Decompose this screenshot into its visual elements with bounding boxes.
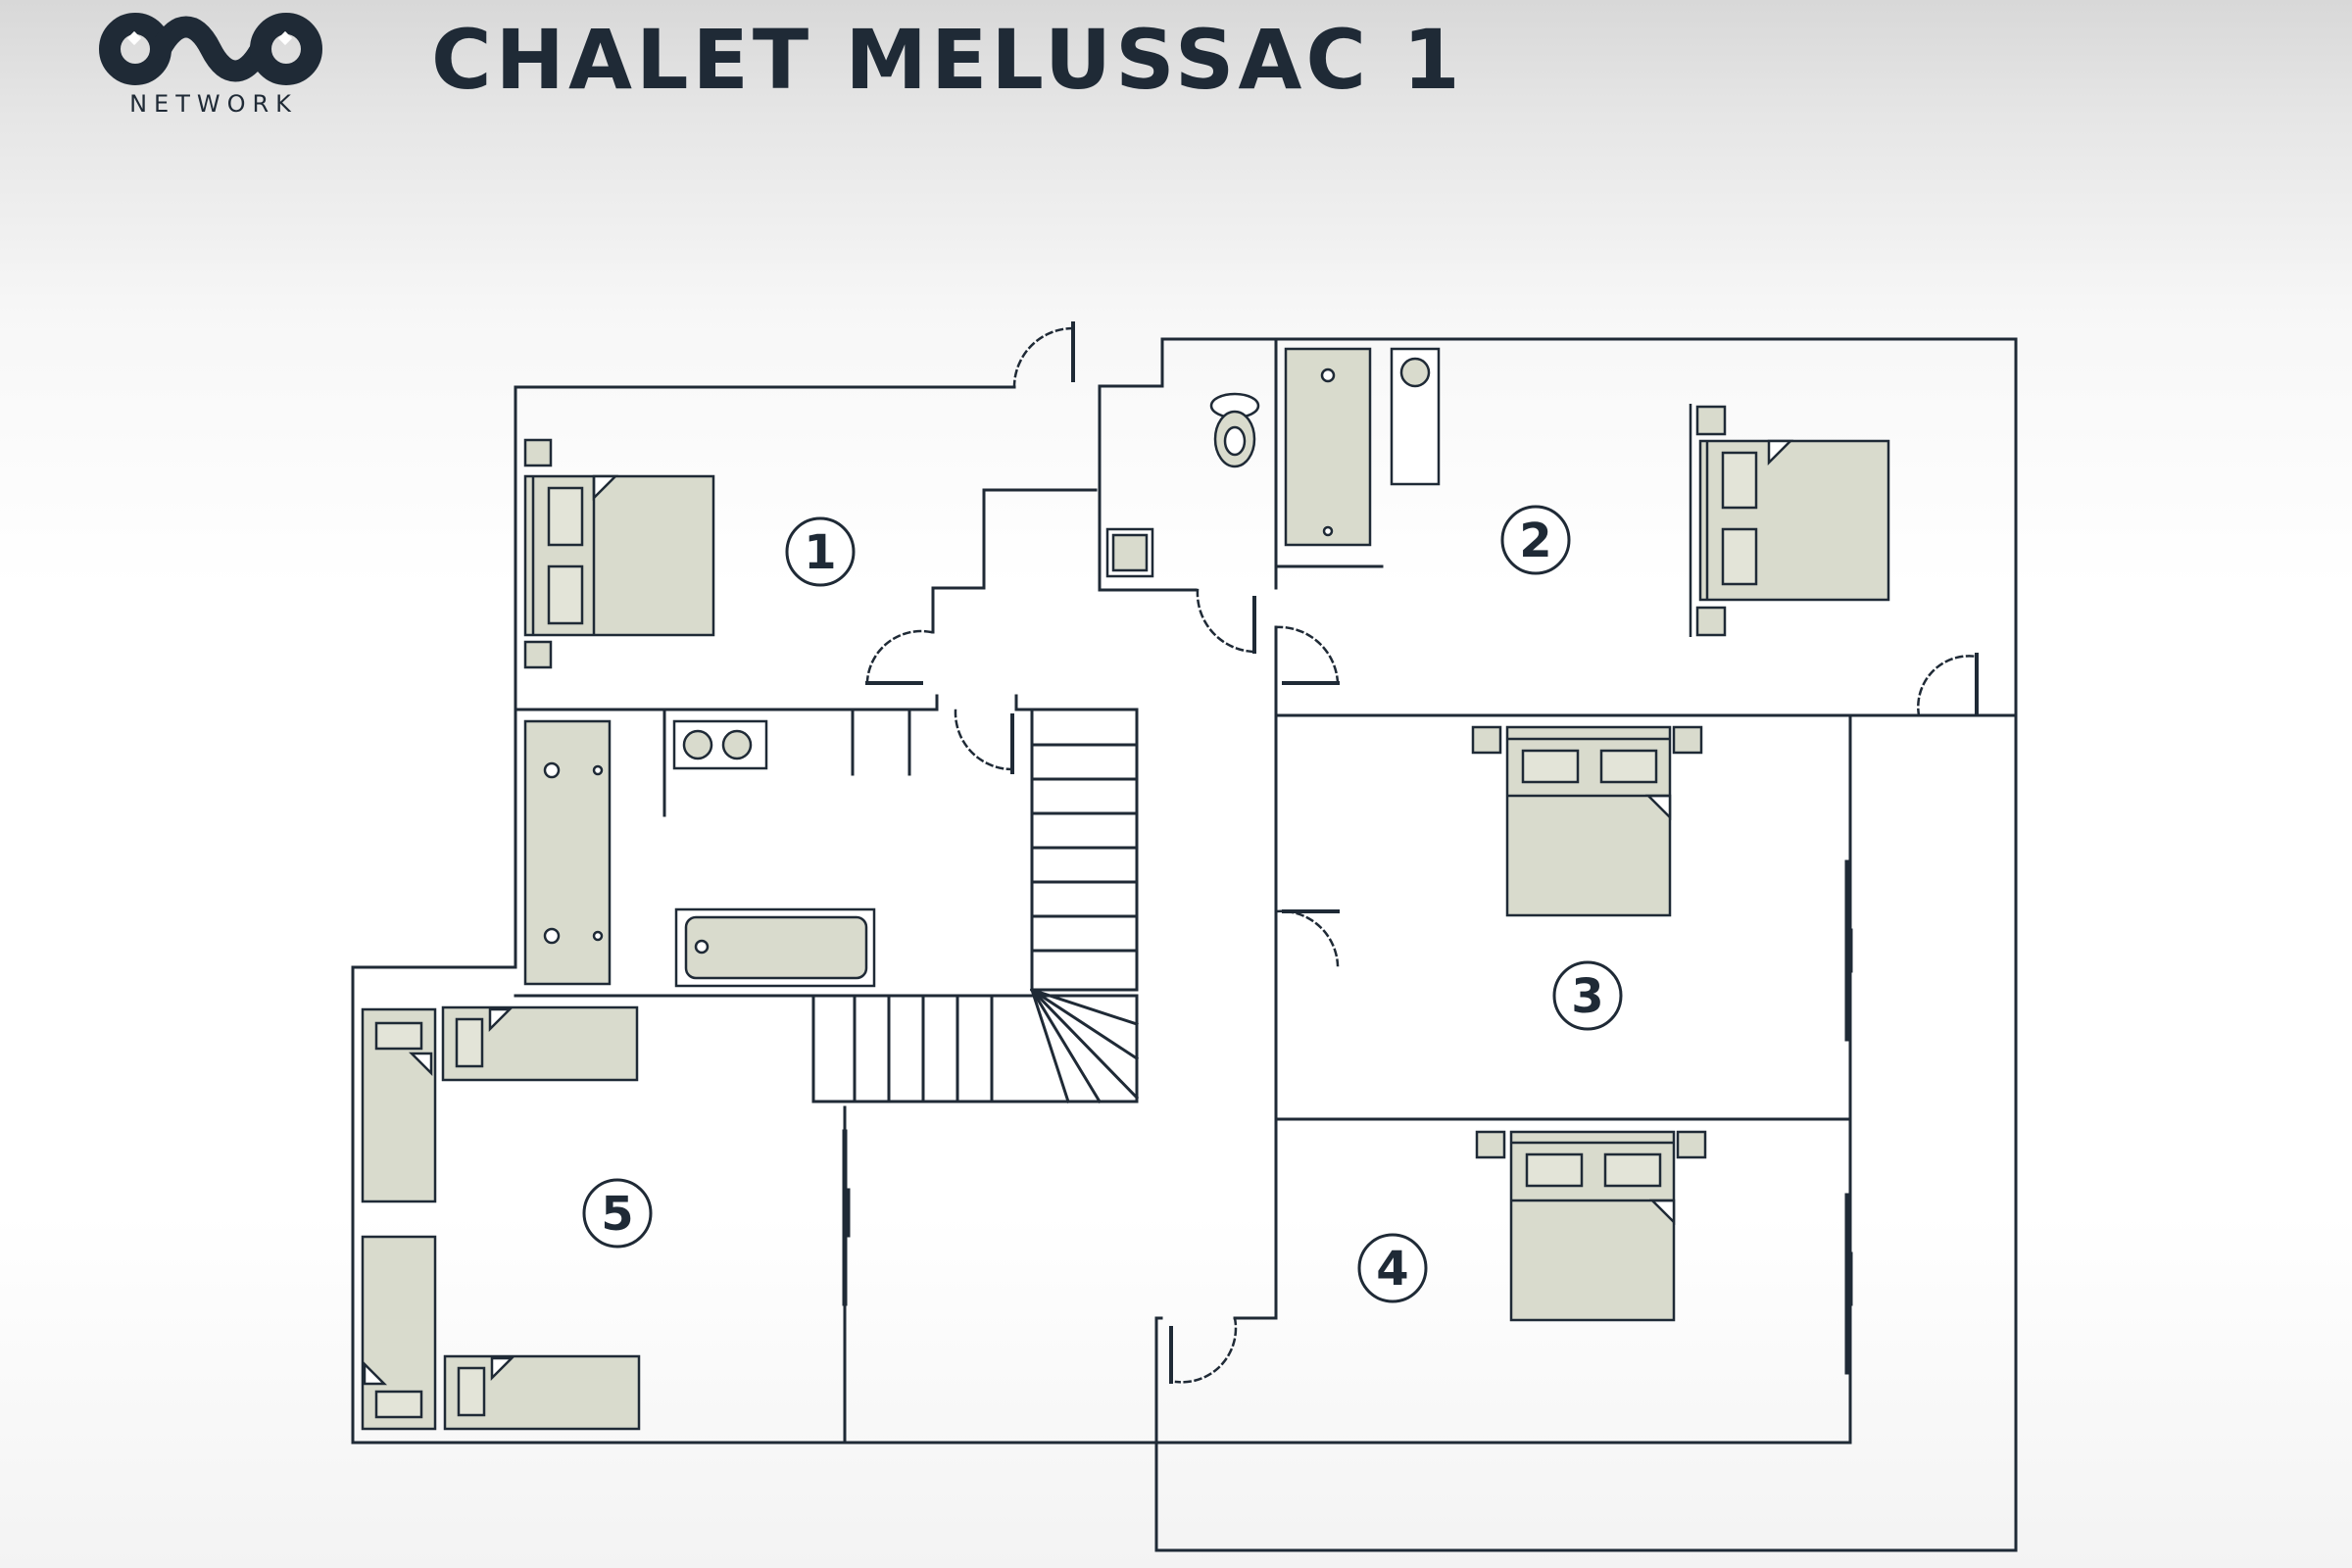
doors — [865, 321, 1979, 1384]
bathroom-fixtures — [523, 347, 1441, 988]
svg-text:2: 2 — [1519, 514, 1551, 568]
staircase — [811, 708, 1140, 1104]
room-label-2: 2 — [1500, 505, 1571, 575]
bed-room-4 — [1475, 1130, 1707, 1322]
bed-room-1 — [523, 438, 715, 669]
brand-name: NETWORK — [129, 90, 298, 118]
room-label-1: 1 — [785, 516, 856, 587]
room-labels: 1 2 3 4 5 — [582, 505, 1623, 1303]
svg-text:4: 4 — [1376, 1242, 1408, 1297]
room-label-3: 3 — [1552, 960, 1623, 1031]
beds-room-5 — [361, 1005, 641, 1431]
furniture — [361, 347, 1890, 1431]
svg-text:3: 3 — [1571, 969, 1603, 1024]
bed-room-2 — [1689, 404, 1890, 637]
room-label-5: 5 — [582, 1178, 653, 1249]
interior-walls — [514, 337, 1923, 1445]
page-title: CHALET MELUSSAC 1 — [431, 12, 1464, 108]
logo-mark-icon — [99, 13, 322, 85]
room-label-4: 4 — [1357, 1233, 1428, 1303]
bed-room-3 — [1471, 725, 1703, 917]
windows — [842, 859, 1853, 1375]
svg-text:5: 5 — [601, 1187, 633, 1242]
svg-text:1: 1 — [804, 525, 836, 580]
